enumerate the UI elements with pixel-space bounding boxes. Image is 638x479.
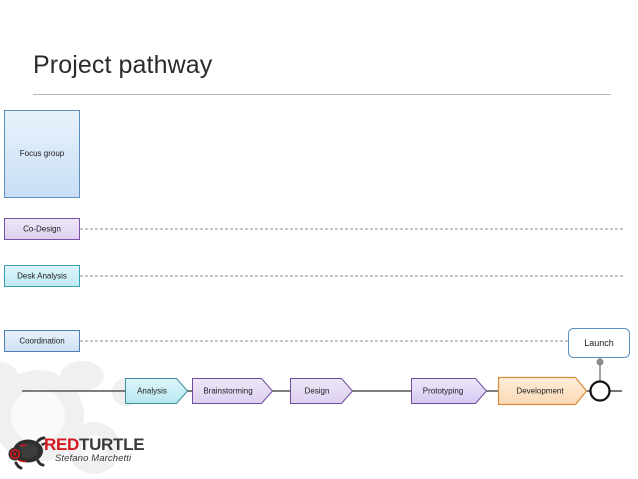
- lane-label: Co-Design: [23, 225, 61, 234]
- lane-desk-analysis[interactable]: Desk Analysis: [4, 265, 80, 287]
- flow-step-analysis[interactable]: Analysis: [125, 378, 189, 404]
- launch-label: Launch: [584, 338, 614, 348]
- title-divider: [33, 94, 611, 95]
- logo-subtitle: Stefano Marchetti: [55, 453, 132, 464]
- lane-label: Desk Analysis: [17, 272, 67, 281]
- lane-co-design[interactable]: Co-Design: [4, 218, 80, 240]
- redturtle-logo-icon: [8, 436, 48, 470]
- flow-step-label: Brainstorming: [203, 387, 252, 396]
- lane-label: Coordination: [19, 337, 64, 346]
- flow-step-brainstorming[interactable]: Brainstorming: [192, 378, 274, 404]
- end-node-circle[interactable]: [589, 380, 611, 402]
- flow-step-label: Development: [516, 387, 564, 396]
- logo-brand-first: RED: [44, 435, 79, 454]
- launch-box[interactable]: Launch: [568, 328, 630, 358]
- flow-step-prototyping[interactable]: Prototyping: [411, 378, 488, 404]
- lane-coordination[interactable]: Coordination: [4, 330, 80, 352]
- logo-wordmark: REDTURTLE: [44, 435, 145, 454]
- flow-step-label: Prototyping: [423, 387, 463, 396]
- flow-step-label: Design: [305, 387, 330, 396]
- lane-label: Focus group: [20, 149, 65, 158]
- turtle-icon: [8, 436, 48, 470]
- logo-brand-second: TURTLE: [79, 435, 145, 454]
- lane-focus-group[interactable]: Focus group: [4, 110, 80, 198]
- flow-step-design[interactable]: Design: [290, 378, 354, 404]
- launch-connector-dot: [596, 358, 604, 366]
- flow-step-label: Analysis: [137, 387, 167, 396]
- flow-step-development[interactable]: Development: [497, 376, 588, 406]
- page-title: Project pathway: [33, 51, 213, 79]
